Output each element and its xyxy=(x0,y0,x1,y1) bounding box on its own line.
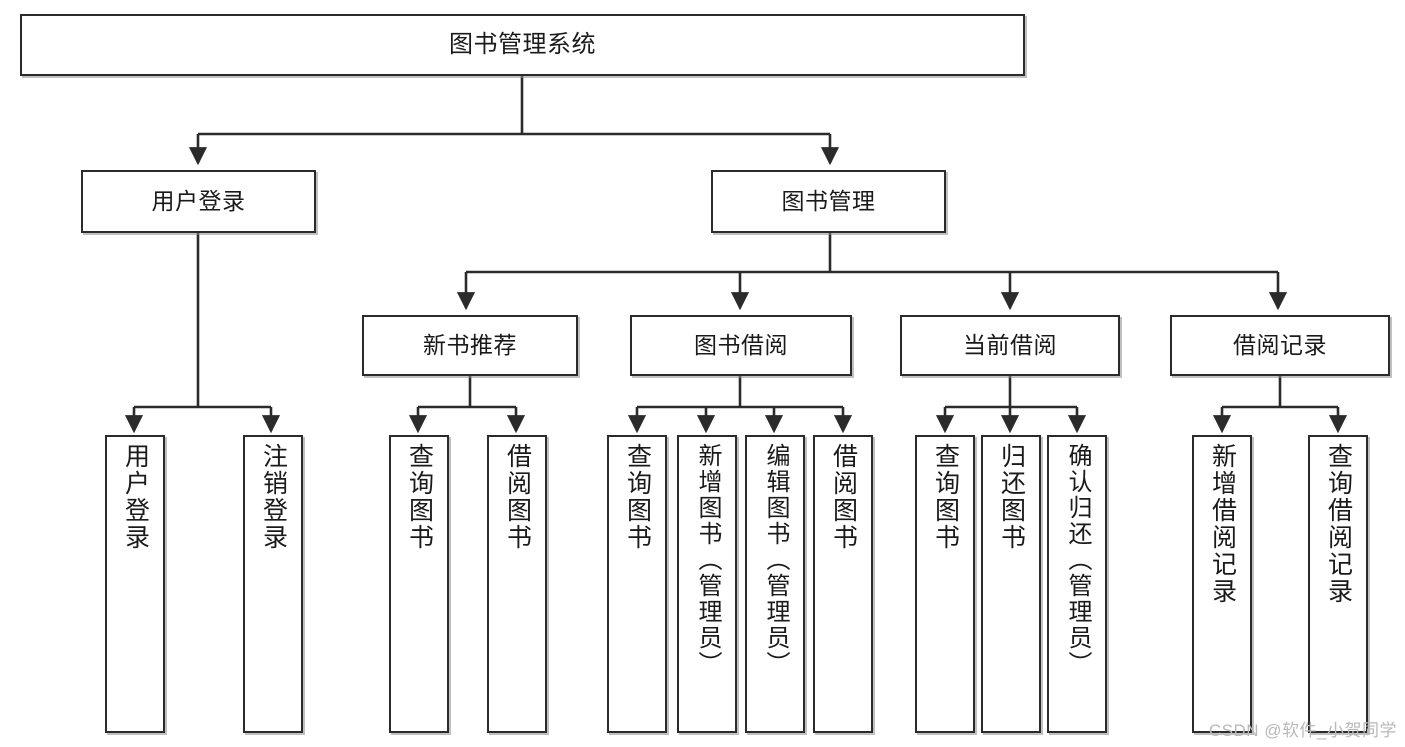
node-leaf-return-book[interactable]: 归还图书 xyxy=(981,435,1041,733)
node-leaf-user-login[interactable]: 用户登录 xyxy=(105,435,165,733)
node-root-system[interactable]: 图书管理系统 xyxy=(20,14,1025,76)
node-label: 注销登录 xyxy=(259,443,288,551)
node-borrow-record[interactable]: 借阅记录 xyxy=(1170,315,1390,376)
node-label: 新增图书（管理员） xyxy=(694,443,721,677)
node-label: 借阅记录 xyxy=(1233,331,1327,358)
node-label: 确认归还（管理员） xyxy=(1064,443,1091,677)
node-label: 图书管理系统 xyxy=(449,30,596,58)
node-new-book-recommend[interactable]: 新书推荐 xyxy=(362,315,578,376)
node-label: 图书借阅 xyxy=(694,331,788,358)
node-leaf-query-book-recommend[interactable]: 查询图书 xyxy=(389,435,449,733)
node-label: 新书推荐 xyxy=(423,331,517,358)
node-label: 查询图书 xyxy=(931,443,960,551)
node-current-borrow[interactable]: 当前借阅 xyxy=(900,315,1120,376)
node-leaf-logout-login[interactable]: 注销登录 xyxy=(243,435,303,733)
node-leaf-edit-book[interactable]: 编辑图书（管理员） xyxy=(745,435,805,733)
node-leaf-confirm-return[interactable]: 确认归还（管理员） xyxy=(1047,435,1107,733)
node-leaf-add-borrow-record[interactable]: 新增借阅记录 xyxy=(1192,435,1252,733)
node-label: 借阅图书 xyxy=(829,443,858,551)
node-label: 归还图书 xyxy=(997,443,1026,551)
node-label: 图书管理 xyxy=(781,187,876,214)
node-leaf-add-book[interactable]: 新增图书（管理员） xyxy=(677,435,737,733)
node-label: 用户登录 xyxy=(151,187,246,214)
node-book-management[interactable]: 图书管理 xyxy=(711,170,946,233)
node-label: 查询图书 xyxy=(623,443,652,551)
node-label: 查询借阅记录 xyxy=(1324,443,1353,605)
node-label: 借阅图书 xyxy=(503,443,532,551)
node-label: 编辑图书（管理员） xyxy=(762,443,789,677)
node-label: 新增借阅记录 xyxy=(1208,443,1237,605)
node-label: 用户登录 xyxy=(121,443,150,551)
node-leaf-query-book-borrow[interactable]: 查询图书 xyxy=(607,435,667,733)
node-leaf-query-book-current[interactable]: 查询图书 xyxy=(915,435,975,733)
csdn-watermark: CSDN @软件_小贺同学 xyxy=(1208,721,1397,740)
node-leaf-query-borrow-record[interactable]: 查询借阅记录 xyxy=(1308,435,1368,733)
node-user-login[interactable]: 用户登录 xyxy=(81,170,316,233)
node-book-borrow[interactable]: 图书借阅 xyxy=(630,315,852,376)
node-leaf-borrow-book[interactable]: 借阅图书 xyxy=(813,435,873,733)
node-leaf-borrow-book-recommend[interactable]: 借阅图书 xyxy=(487,435,547,733)
node-label: 查询图书 xyxy=(405,443,434,551)
node-label: 当前借阅 xyxy=(963,331,1057,358)
